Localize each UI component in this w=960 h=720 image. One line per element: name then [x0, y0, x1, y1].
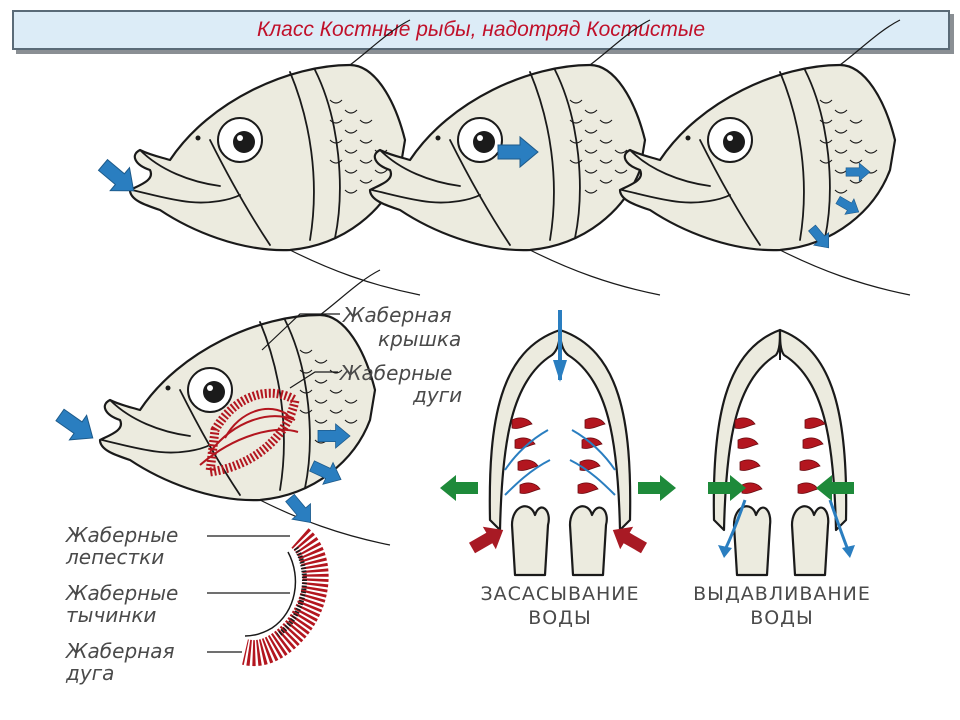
label-arch-1: Жаберная: [64, 639, 175, 663]
label-operculum-1: Жаберная: [341, 303, 452, 327]
fish-head-gills: [98, 268, 392, 547]
title-banner: Класс Костные рыбы, надотряд Костистые: [12, 10, 950, 50]
page-title: Класс Костные рыбы, надотряд Костистые: [256, 18, 706, 41]
leader-gill-arches: [289, 371, 338, 389]
suction-red-arrow-right: [606, 518, 651, 560]
gill-arches-drawing: [199, 388, 300, 478]
leader-operculum: [261, 313, 340, 351]
label-filaments-1: Жаберные: [64, 523, 178, 547]
label-arch-2: дуга: [65, 661, 114, 685]
gill-arch-detail: [242, 528, 329, 667]
caption-suction-1: ЗАСАСЫВАНИЕ: [480, 583, 639, 605]
gill-outflow-arrow-3: [280, 489, 321, 531]
suction-red-arrow-left: [465, 518, 510, 560]
cross-section-suction: [488, 310, 632, 577]
label-operculum-2: крышка: [378, 327, 461, 351]
caption-suction-2: ВОДЫ: [528, 607, 592, 629]
label-filaments-2: лепестки: [65, 545, 164, 569]
caption-expulsion-1: ВЫДАВЛИВАНИЕ: [693, 583, 871, 605]
label-rakers-1: Жаберные: [64, 581, 178, 605]
label-arches-2: дуги: [412, 383, 462, 407]
caption-expulsion-2: ВОДЫ: [750, 607, 814, 629]
label-arches-1: Жаберные: [338, 361, 452, 385]
fish-head-3: [618, 18, 912, 297]
suction-green-arrow-left: [440, 475, 478, 501]
label-rakers-2: тычинки: [66, 603, 156, 627]
cross-section-expulsion: [712, 328, 855, 577]
gill-inflow-arrow: [50, 402, 102, 451]
suction-green-arrow-right: [638, 475, 676, 501]
